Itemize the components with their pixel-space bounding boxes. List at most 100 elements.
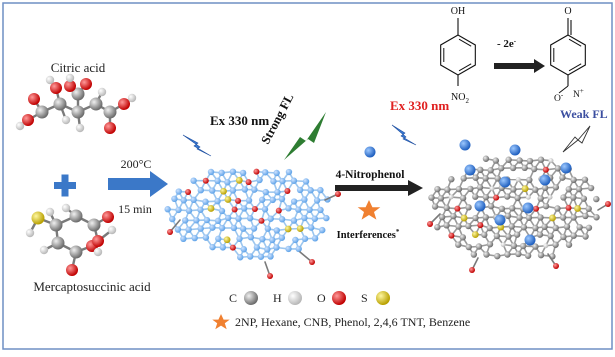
weak-fl-label: Weak FL	[560, 107, 608, 121]
sulfur-atom	[461, 215, 468, 222]
carbon-atom	[477, 184, 483, 190]
carbon-atom	[434, 224, 440, 230]
carbon-atom	[90, 98, 103, 111]
carbon-atom	[54, 98, 67, 111]
legend-symbol-h: H	[273, 291, 282, 305]
oxygen-atom	[566, 205, 572, 211]
carbon-atom	[516, 157, 522, 163]
carbon-atom	[570, 194, 576, 200]
carbon-atom	[554, 205, 560, 211]
nitrophenol-sphere	[525, 235, 536, 246]
legend-symbol-o: O	[317, 291, 326, 305]
carbon-atom	[190, 178, 196, 184]
carbon-atom	[279, 216, 285, 222]
carbon-atom	[483, 194, 489, 200]
carbon-atom	[532, 187, 538, 193]
hydrogen-atom	[516, 177, 521, 182]
carbon-atom	[308, 224, 314, 230]
carbon-atom	[247, 215, 253, 221]
hydrogen-atom	[40, 246, 48, 254]
carbon-atom	[483, 156, 489, 162]
carbon-atom	[175, 207, 181, 213]
carbon-atom	[515, 251, 521, 257]
carbon-atom	[488, 203, 494, 209]
carbon-atom	[312, 235, 318, 241]
carbon-atom	[564, 223, 570, 229]
carbon-atom	[279, 235, 285, 241]
ex-left-label: Ex 330 nm	[210, 113, 269, 128]
legend-atom-h-icon	[288, 291, 302, 305]
carbon-atom	[472, 215, 478, 221]
carbon-atom	[88, 219, 101, 232]
carbon-atom	[434, 186, 440, 192]
oxygen-atom	[185, 189, 191, 195]
time-label: 15 min	[118, 202, 152, 216]
carbon-atom	[215, 218, 221, 224]
oxygen-atom	[232, 207, 238, 213]
nitrophenol-sphere	[495, 215, 506, 226]
carbon-atom	[224, 179, 230, 185]
carbon-atom	[438, 195, 444, 201]
nitrophenol-sphere	[500, 177, 511, 188]
carbon-atom	[494, 233, 500, 239]
carbon-atom	[504, 193, 510, 199]
oxygen-atom	[167, 229, 173, 235]
carbon-atom	[586, 206, 592, 212]
carbon-atom	[169, 216, 175, 222]
oxygen-atom	[469, 267, 475, 273]
carbon-atom	[175, 226, 181, 232]
oxygen-atom	[235, 198, 241, 204]
carbon-atom	[203, 234, 209, 240]
carbon-atom	[197, 225, 203, 231]
sulfur-atom	[522, 185, 529, 192]
sulfur-atom	[220, 188, 227, 195]
hydrogen-atom	[16, 122, 24, 130]
carbon-atom	[291, 178, 297, 184]
legend-symbol-c: C	[229, 291, 237, 305]
carbon-atom	[541, 224, 547, 230]
carbon-atom	[274, 227, 280, 233]
nitrophenol-sphere	[460, 140, 471, 151]
carbon-atom	[538, 156, 544, 162]
carbon-atom	[164, 206, 170, 212]
carbon-atom	[570, 232, 576, 238]
mercaptosuccinic-acid-label: Mercaptosuccinic acid	[33, 279, 151, 294]
sulfur-atom	[574, 205, 581, 212]
carbon-atom	[566, 186, 572, 192]
carbon-atom	[460, 175, 466, 181]
carbon-atom	[455, 241, 461, 247]
carbon-atom	[482, 175, 488, 181]
carbon-atom	[476, 243, 482, 249]
right-o-label: O	[564, 6, 571, 17]
carbon-atom	[566, 242, 572, 248]
ex-right-label: Ex 330 nm	[390, 98, 449, 113]
carbon-atom	[581, 195, 587, 201]
carbon-atom	[471, 251, 477, 257]
carbon-atom	[552, 242, 558, 248]
hydrogen-atom	[66, 74, 74, 82]
oxygen-atom	[246, 179, 252, 185]
carbon-atom	[204, 217, 210, 223]
carbon-atom	[570, 177, 576, 183]
carbon-atom	[295, 206, 301, 212]
carbon-atom	[514, 195, 520, 201]
carbon-atom	[537, 231, 543, 237]
carbon-atom	[246, 197, 252, 203]
carbon-atom	[465, 204, 471, 210]
carbon-atom	[467, 186, 473, 192]
carbon-atom	[269, 237, 275, 243]
carbon-atom	[209, 224, 215, 230]
carbon-atom	[72, 106, 85, 119]
oxygen-atom	[80, 78, 92, 90]
carbon-atom	[301, 215, 307, 221]
carbon-atom	[197, 207, 203, 213]
carbon-atom	[477, 167, 483, 173]
sulfur-atom	[472, 231, 479, 238]
carbon-atom	[256, 177, 262, 183]
carbon-atom	[509, 223, 515, 229]
carbon-atom	[291, 198, 297, 204]
oxygen-atom	[102, 211, 114, 223]
carbon-atom	[193, 217, 199, 223]
oxygen-atom	[309, 259, 315, 265]
